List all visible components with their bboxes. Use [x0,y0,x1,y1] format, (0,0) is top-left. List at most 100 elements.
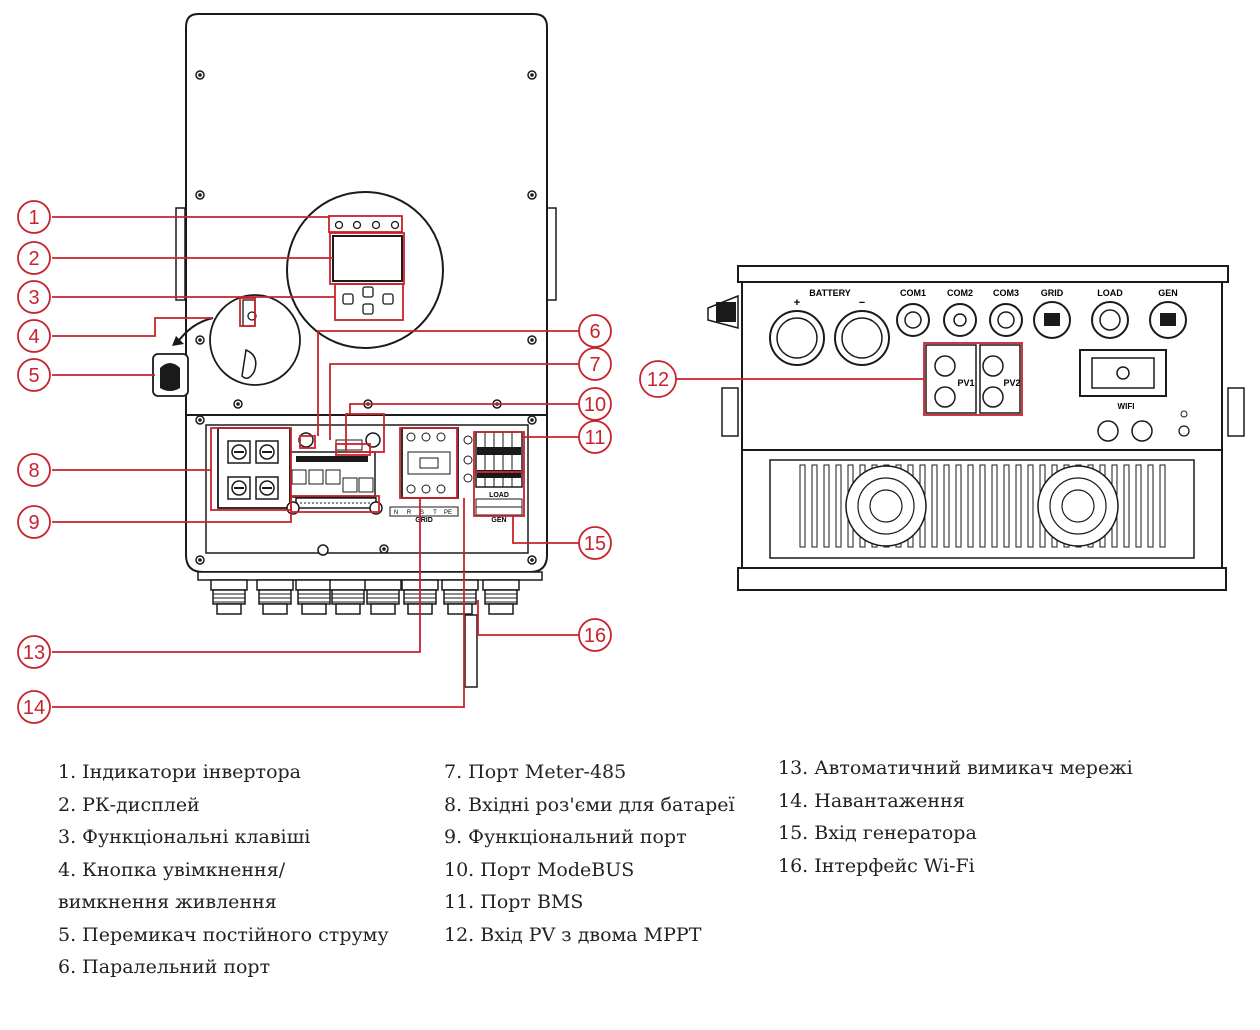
pv2-label: PV2 [1003,378,1020,388]
grid-terminal-label: S [420,510,424,516]
comm-ports [286,432,383,515]
cable-glands [210,579,520,615]
callout-number: 16 [584,625,606,647]
callout-circle [17,241,51,275]
callouts [52,215,1023,708]
com3-label: COM3 [993,288,1019,298]
pv1-label: PV1 [957,378,974,388]
grid-terminal-label: N [394,510,398,516]
callout-number: 1 [28,207,39,229]
callout-circle [578,387,612,421]
callout-number: 2 [28,248,39,270]
wifi-port: WIFI [1079,349,1167,411]
heatsink-fin [979,464,986,548]
callout-number: 4 [28,326,39,348]
legend-item: 12. Вхід PV з двома MPPT [444,923,702,946]
callout-circle [578,618,612,652]
heatsink-fin [799,464,806,548]
callout-circle [17,635,51,669]
legend-item: 9. Функціональний порт [444,826,687,848]
callout-number: 11 [585,427,606,449]
callout-number: 15 [584,533,606,555]
indicator-leds [334,220,400,230]
legend-item: 6. Паралельний порт [58,956,271,978]
battery-port-label: BATTERY [809,288,851,298]
legend-item: 14. Навантаження [778,789,965,812]
legend-item: 8. Вхідні роз'єми для батареї [444,793,735,816]
heatsink-fin [1147,464,1154,548]
callout-circle [17,690,51,724]
heatsink-fin [1015,464,1022,548]
heatsink-fin [931,464,938,548]
right-bracket [546,207,557,301]
callout-circle [17,280,51,314]
down-key-icon [362,303,374,315]
legend-item: 2. РК-дисплей [58,793,200,816]
legend-column-2: 7. Порт Meter-485 8. Вхідні роз'єми для … [444,756,735,951]
heatsink-fin [955,464,962,548]
battery-plus-label: + [794,297,800,309]
power-button-icon [247,311,257,321]
load-gen-terminals: LOAD GEN [475,431,523,524]
callout-circle [17,358,51,392]
callout-circle [17,319,51,353]
ground-icon [1178,425,1190,437]
grid-terminal-label: T [433,510,437,516]
legend-item: 10. Порт ModeBUS [444,858,635,881]
load-label: LOAD [489,492,509,499]
battery-minus-label: − [859,297,865,309]
heatsink-fin [811,464,818,548]
heatsink-fin [1003,464,1010,548]
callout-number: 6 [589,321,600,343]
up-key-icon [362,286,374,298]
legend-item: 5. Перемикач постійного струму [58,923,389,946]
legend-item: 15. Вхід генератора [778,822,977,844]
bottom-ports [769,301,1187,366]
com1-label: COM1 [900,288,926,298]
wifi-antenna [464,614,478,688]
callout-circle [17,200,51,234]
callout-circle [578,420,612,454]
callout-number: 10 [584,394,606,416]
pv-inputs: PV1 PV2 [925,344,1021,414]
heatsink-fin [823,464,830,548]
legend-column-1: 1. Індикатори інвертора 2. РК-дисплей 3.… [58,756,389,984]
wifi-label: WIFI [1118,402,1135,411]
function-keys [342,286,394,315]
legend-item: 13. Автоматичний вимикач мережі [778,757,1133,779]
callout-number: 9 [28,512,39,534]
heatsink-fin [943,464,950,548]
gen-label: GEN [491,517,506,524]
legend-item: 4. Кнопка увімкнення/ [58,858,286,881]
grid-breaker [401,427,473,499]
left-bracket [175,207,186,301]
legend-item: вимкнення живлення [58,891,277,913]
heatsink-fin [1135,464,1142,548]
callout-number: 13 [23,642,45,664]
com2-label: COM2 [947,288,973,298]
lcd-display [332,235,403,282]
battery-terminals [217,427,291,509]
legend-item: 11. Порт BMS [444,891,584,913]
callout-circle [639,360,677,398]
callout-number: 12 [647,369,669,391]
gen-port-label: GEN [1158,288,1178,298]
legend-item: 1. Індикатори інвертора [58,761,302,783]
legend-item: 3. Функціональні клавіші [58,826,311,848]
load-port-label: LOAD [1097,288,1123,298]
heatsink-fin [1159,464,1166,548]
grid-port-label: GRID [1041,288,1064,298]
callout-number: 8 [28,460,39,482]
legend-column-3: 13. Автоматичний вимикач мережі 14. Нава… [778,752,1133,882]
heatsink-fin [991,464,998,548]
grid-terminal-label: PE [444,510,452,516]
legend-item: 16. Інтерфейс Wi-Fi [778,854,975,877]
power-button-detail [209,294,301,386]
callout-circle [17,505,51,539]
callout-circle [578,347,612,381]
callout-circle [578,314,612,348]
